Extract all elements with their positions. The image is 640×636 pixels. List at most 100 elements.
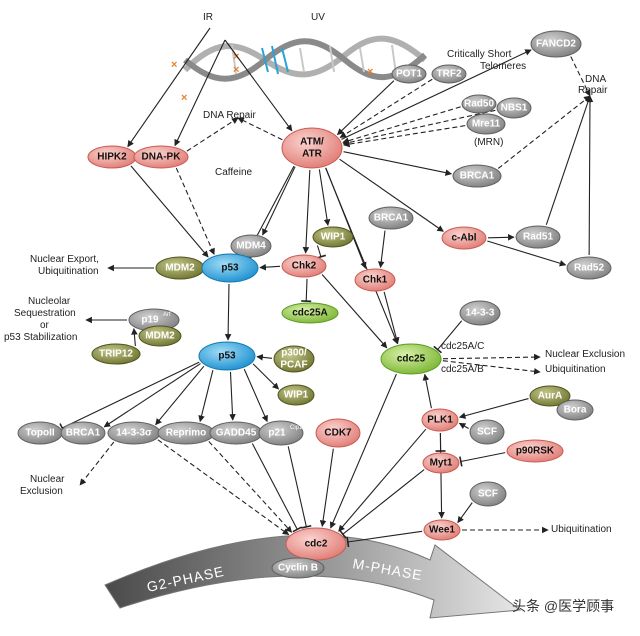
node-reprimo: Reprimo [158, 422, 214, 444]
node-label-n1433s: 14-3-3σ [116, 428, 152, 439]
node-chk2: Chk2 [282, 255, 326, 277]
node-label-brca1-top: BRCA1 [460, 171, 495, 182]
node-label-trip12: TRIP12 [99, 349, 133, 360]
node-plk1: PLK1 [422, 409, 458, 431]
edge-atm-cdc25 [326, 168, 398, 344]
node-trf2: TRF2 [432, 65, 466, 83]
node-rad50: Rad50 [462, 95, 496, 113]
edge-p300-p53_b [257, 357, 272, 359]
node-cdc25: cdc25 [381, 344, 441, 374]
edge-p21-cdc2 [288, 446, 306, 526]
edge-wee1-cdc2 [348, 531, 422, 542]
edge-chk2-cdc25a [306, 279, 307, 301]
node-myt1: Myt1 [423, 453, 459, 473]
svg-text:×: × [367, 66, 373, 78]
edge-chk1-cdc25 [384, 292, 398, 344]
node-mdm4: MDM4 [231, 235, 271, 257]
edge-p53_b-brca1_low [104, 364, 200, 427]
node-brca1-mid: BRCA1 [369, 207, 413, 229]
node-pot1: POT1 [392, 65, 426, 83]
edge-cdc25-nucExcR [443, 357, 540, 359]
node-dnapk: DNA-PK [134, 146, 188, 168]
node-label-mdm2-b: MDM2 [145, 331, 175, 342]
edge-dnapk-dnaRep [187, 118, 238, 151]
edge-atm-brca1_top [344, 152, 452, 174]
edge-rad52-dnaR [589, 96, 590, 255]
node-mre11: Mre11 [467, 114, 505, 134]
node-brca1-top: BRCA1 [453, 165, 501, 187]
cdc25ac-label: cdc25A/C [441, 341, 484, 352]
edge-plk1-cdc25 [425, 374, 432, 408]
ir-label: IR [203, 12, 213, 23]
node-cdc2: cdc2 [286, 528, 346, 560]
node-sup-p21: Cip1 [290, 425, 303, 431]
node-label-bora: Bora [564, 405, 587, 416]
edge-p53_b-wip1_b [253, 364, 278, 389]
node-label-plk1: PLK1 [427, 415, 453, 426]
node-brca1-low: BRCA1 [61, 422, 105, 444]
node-chk1: Chk1 [355, 269, 395, 291]
edge-p90rsk-myt1 [461, 453, 505, 462]
node-wip1-b: WIP1 [278, 385, 314, 405]
node-topoii: TopoII [18, 422, 62, 444]
node-label-cyclinb: Cyclin B [278, 563, 318, 574]
cdc25ab-label: cdc25A/B [441, 364, 484, 375]
node-label-wip1-b: WIP1 [284, 390, 309, 401]
edge-scf_a-plk1 [459, 423, 468, 428]
node-wip1-top: WIP1 [313, 227, 353, 247]
node-label-cdc2: cdc2 [305, 539, 328, 550]
node-label-fancd2: FANCD2 [536, 39, 576, 50]
svg-text:×: × [181, 92, 187, 104]
node-label-gadd45: GADD45 [216, 428, 257, 439]
node-label-trf2: TRF2 [437, 69, 462, 80]
nuclear-exclusion-left-2: Exclusion [20, 486, 63, 497]
node-label-wee1: Wee1 [429, 525, 455, 536]
svg-text:×: × [233, 64, 239, 76]
dna-repair-right-2: Repair [578, 85, 608, 96]
nuclear-exclusion-left-1: Nuclear [30, 474, 65, 485]
node-label-n1433: 14-3-3 [466, 308, 495, 319]
node-label-cdc25a: cdc25A [292, 308, 328, 319]
nuclear-export-label-1: Nuclear Export, [30, 254, 99, 265]
edge-n1433s-cdc2 [158, 440, 289, 535]
edge-reprimo-cdc2 [209, 441, 292, 532]
node-label-chk2: Chk2 [292, 261, 317, 272]
node-label-p19: p19 [141, 315, 159, 326]
edge-atm-dnaRep [238, 118, 282, 140]
dna-repair-label: DNA Repair [203, 110, 256, 121]
node-label-mdm2-a: MDM2 [165, 263, 195, 274]
node-label-reprimo: Reprimo [166, 428, 207, 439]
node-label-p53-b: p53 [218, 351, 236, 362]
edge-atm-wip1_top [319, 169, 328, 225]
node-fancd2: FANCD2 [531, 31, 581, 57]
dna-repair-right-1: DNA [585, 74, 606, 85]
node-nbs1: NBS1 [497, 98, 531, 118]
edge-plk1-wee1 [440, 433, 441, 518]
node-label-p300-0: p300/ [281, 348, 307, 359]
node-atm: ATM/ATR [282, 128, 342, 168]
node-sup-p19: Arf [163, 312, 171, 318]
edge-brca1_mid-chk1 [380, 231, 385, 268]
node-label-atm-0: ATM/ [300, 137, 324, 148]
telomeres-label-1: Critically Short [447, 49, 512, 60]
node-label-rad50: Rad50 [464, 99, 494, 110]
node-label-mre11: Mre11 [472, 119, 501, 130]
nucleolar-label-4: p53 Stabilization [4, 332, 77, 343]
edge-rad51-dnaR [546, 96, 590, 225]
node-label-hipk2: HIPK2 [97, 152, 127, 163]
node-label-scf-b: SCF [478, 489, 498, 500]
node-label-p21: p21 [268, 428, 286, 439]
edge-n1433s-nucExcL [80, 442, 114, 485]
telomeres-label-2: Telomeres [480, 61, 526, 72]
edge-p53_b-reprimo [200, 370, 213, 421]
node-label-brca1-mid: BRCA1 [374, 213, 409, 224]
node-cdc25a: cdc25A [282, 303, 338, 323]
nucleolar-label-1: Nucleolar [28, 296, 71, 307]
nucleolar-label-2: Sequestration [14, 308, 76, 319]
node-rad52: Rad52 [567, 257, 611, 279]
node-label-pot1: POT1 [396, 69, 423, 80]
node-n1433s: 14-3-3σ [108, 422, 160, 444]
node-rad51: Rad51 [516, 226, 560, 248]
